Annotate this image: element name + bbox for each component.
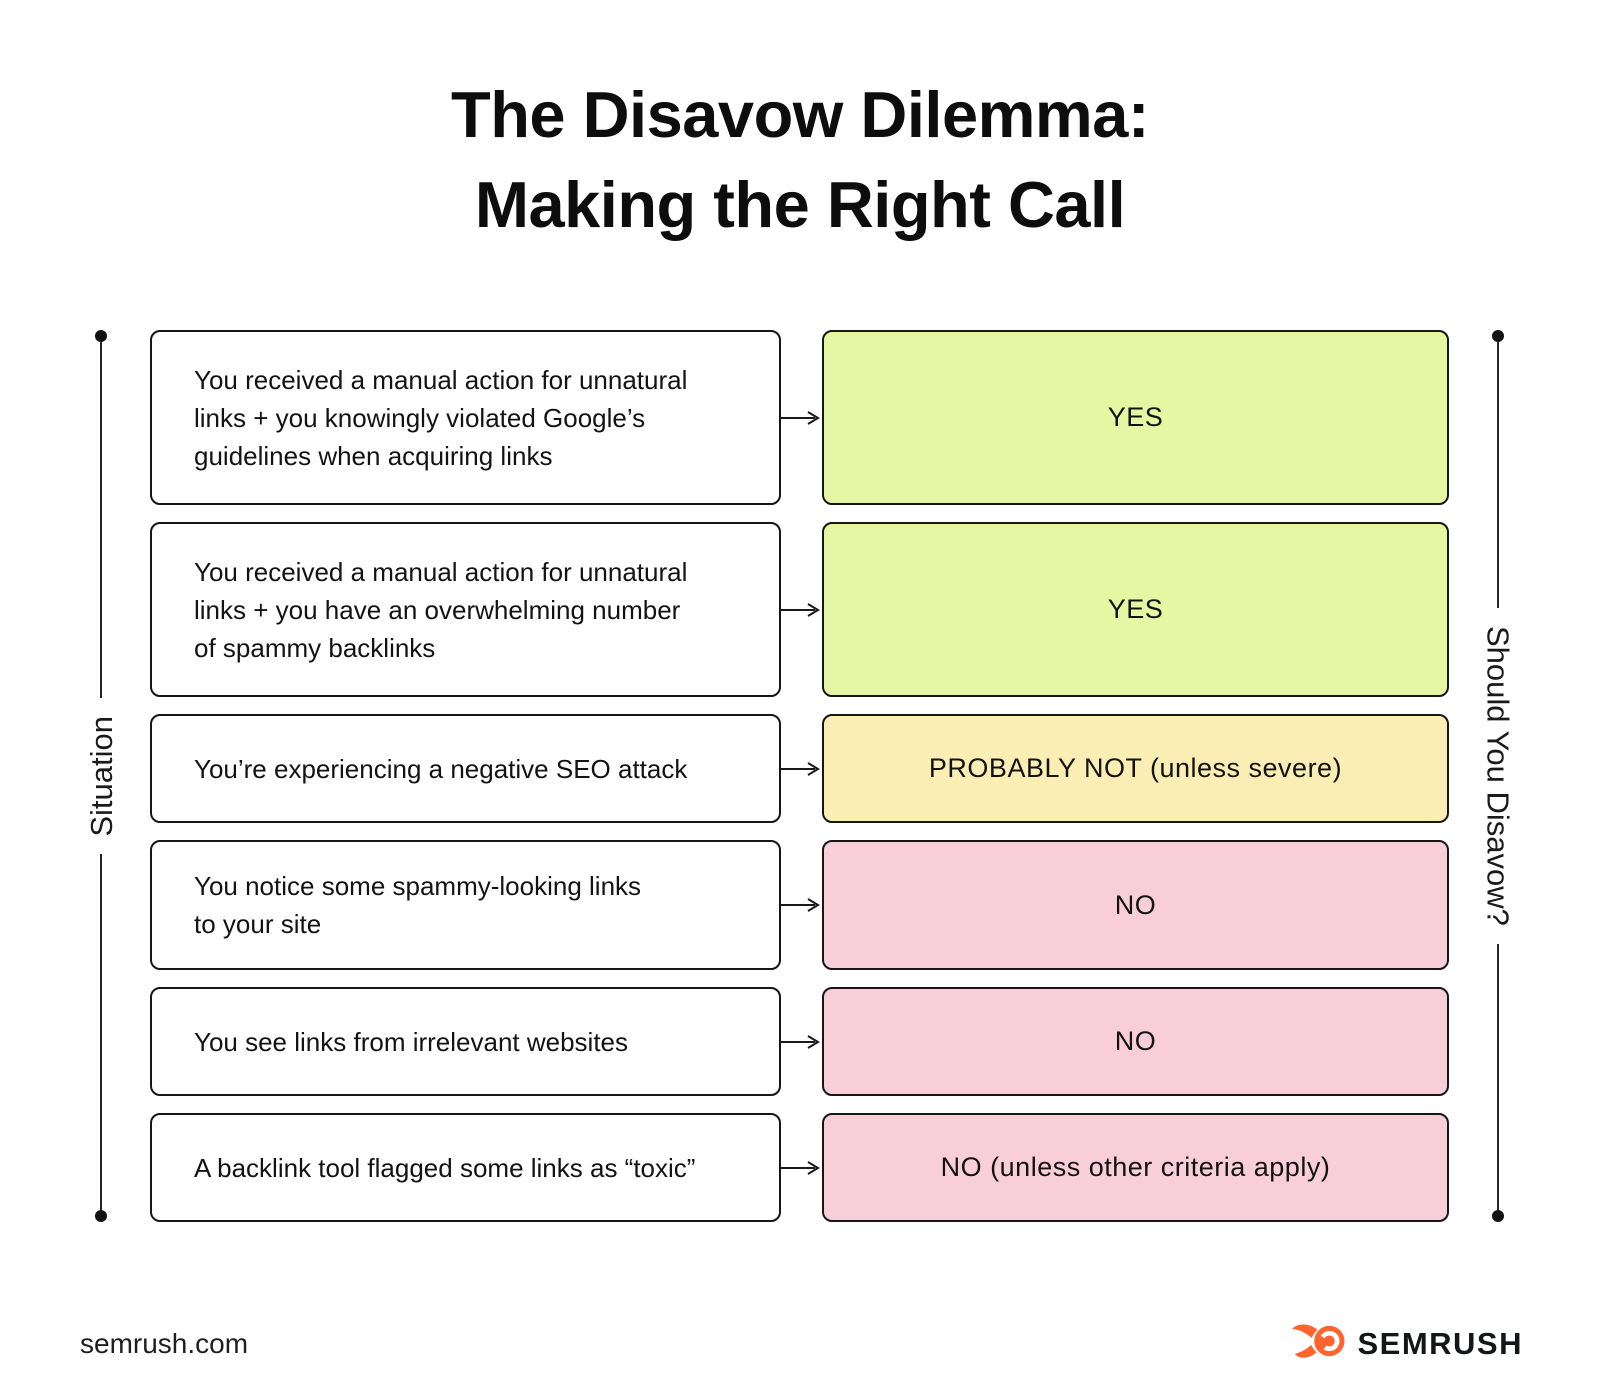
situation-text: You received a manual action for unnatur… <box>194 556 688 663</box>
axis-line <box>100 342 102 698</box>
arrow-icon <box>781 987 822 1096</box>
decision-diagram: Situation You received a manual action f… <box>0 330 1600 1223</box>
axis-endpoint-dot <box>1492 330 1504 342</box>
website-url: semrush.com <box>80 1328 249 1359</box>
semrush-wordmark: SEMRUSH <box>1357 1325 1523 1361</box>
situation-text: You received a manual action for unnatur… <box>194 364 688 471</box>
decision-row: You received a manual action for unnatur… <box>150 330 1449 505</box>
answer-box: YES <box>822 330 1449 505</box>
disavow-axis: Should You Disavow? <box>1480 330 1516 1223</box>
answer-box: NO <box>822 840 1449 970</box>
situation-box: You see links from irrelevant websites <box>150 987 781 1096</box>
decision-row: A backlink tool flagged some links as “t… <box>150 1113 1449 1222</box>
situation-axis-label: Situation <box>83 715 119 837</box>
answer-box: PROBABLY NOT (unless severe) <box>822 714 1449 823</box>
situation-text: A backlink tool flagged some links as “t… <box>194 1152 696 1183</box>
axis-endpoint-dot <box>95 330 107 342</box>
arrow-icon <box>781 714 822 823</box>
decision-rows: You received a manual action for unnatur… <box>150 330 1449 1222</box>
situation-box: You received a manual action for unnatur… <box>150 330 781 505</box>
arrow-icon <box>781 840 822 970</box>
disavow-axis-label: Should You Disavow? <box>1480 626 1516 926</box>
page-title-line-1: The Disavow Dilemma: <box>451 78 1150 151</box>
answer-box: YES <box>822 522 1449 697</box>
situation-text: You notice some spammy-looking links to … <box>194 871 642 939</box>
situation-box: You notice some spammy-looking links to … <box>150 840 781 970</box>
situation-text: You’re experiencing a negative SEO attac… <box>194 753 688 784</box>
axis-line <box>1497 342 1499 609</box>
axis-line <box>1497 943 1499 1211</box>
semrush-flame-icon <box>1290 1322 1348 1365</box>
situation-text: You see links from irrelevant websites <box>194 1026 629 1057</box>
decision-row: You’re experiencing a negative SEO attac… <box>150 714 1449 823</box>
situation-axis: Situation <box>83 330 119 1223</box>
decision-row: You received a manual action for unnatur… <box>150 522 1449 697</box>
arrow-icon <box>781 1113 822 1222</box>
situation-box: You’re experiencing a negative SEO attac… <box>150 714 781 823</box>
arrow-icon <box>781 522 822 697</box>
semrush-logo: SEMRUSH <box>1290 1322 1523 1365</box>
situation-box: You received a manual action for unnatur… <box>150 522 781 697</box>
decision-row: You see links from irrelevant websites N… <box>150 987 1449 1096</box>
situation-box: A backlink tool flagged some links as “t… <box>150 1113 781 1222</box>
answer-box: NO (unless other criteria apply) <box>822 1113 1449 1222</box>
axis-endpoint-dot <box>95 1210 107 1223</box>
page-title: The Disavow Dilemma: Making the Right Ca… <box>0 70 1600 250</box>
page-title-line-2: Making the Right Call <box>474 168 1126 241</box>
decision-row: You notice some spammy-looking links to … <box>150 840 1449 970</box>
arrow-icon <box>781 330 822 505</box>
axis-endpoint-dot <box>1492 1210 1504 1223</box>
answer-box: NO <box>822 987 1449 1096</box>
axis-line <box>100 854 102 1211</box>
